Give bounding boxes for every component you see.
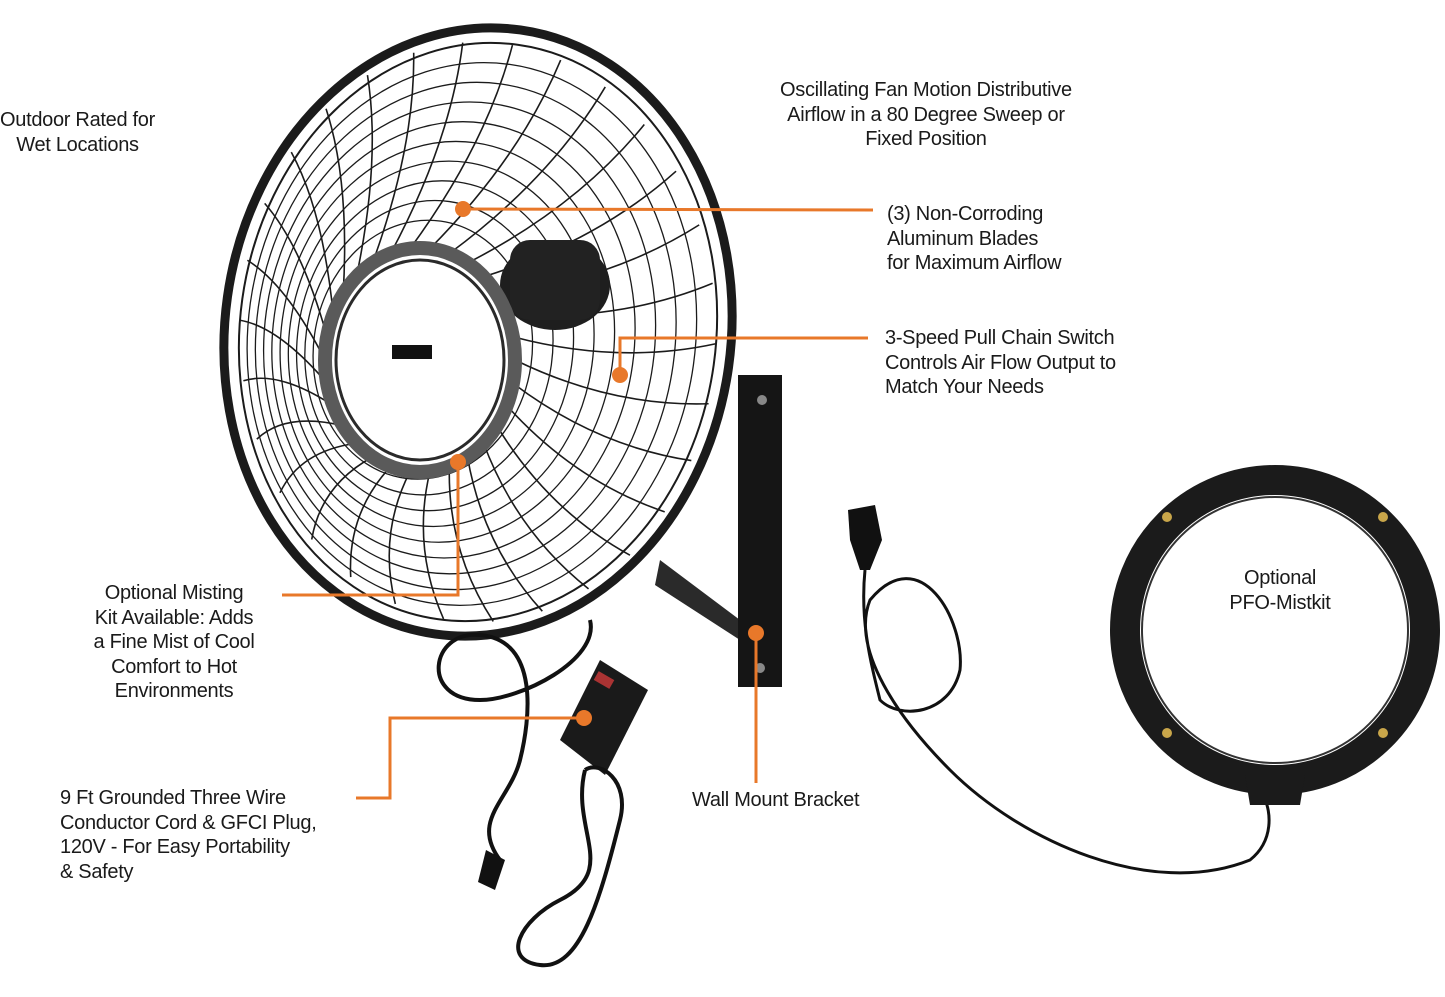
cage-spoke <box>264 202 328 337</box>
callout-lines <box>282 207 874 800</box>
cage-spoke <box>371 52 415 264</box>
callout-switch: 3-Speed Pull Chain Switch Controls Air F… <box>885 326 1116 400</box>
callout-oscillating: Oscillating Fan Motion Distributive Airf… <box>780 78 1072 152</box>
callout-cord: 9 Ft Grounded Three Wire Conductor Cord … <box>60 786 317 884</box>
cage-spoke <box>256 420 344 440</box>
callout-text: a Fine Mist of Cool <box>93 631 255 653</box>
callout-text: Environments <box>114 680 234 702</box>
callout-text: Conductor Cord & GFCI Plug, <box>60 811 317 834</box>
callout-text: Match Your Needs <box>885 376 1044 398</box>
cage-ring <box>287 160 595 528</box>
cage-spoke <box>512 382 692 462</box>
cage-ring <box>312 219 534 480</box>
callout-text: Comfort to Hot <box>111 655 237 678</box>
callout-text: Controls Air Flow Output to <box>885 351 1116 374</box>
cage-ring <box>246 61 698 606</box>
callout-text: Optional Misting <box>104 582 244 604</box>
cage-spoke <box>325 108 346 295</box>
cage-spoke <box>310 456 373 540</box>
callout-mistkit: Optional PFO-Mistkit <box>1200 566 1360 615</box>
callout-text: PFO-Mistkit <box>1229 591 1331 614</box>
callout-text: 3-Speed Pull Chain Switch <box>885 327 1115 349</box>
callout-dots <box>450 201 764 726</box>
cage-spoke <box>506 405 665 513</box>
callout-text: Optional <box>1243 567 1317 589</box>
callout-misting: Optional Misting Kit Available: Adds a F… <box>70 581 278 704</box>
callout-text: Kit Available: Adds <box>94 606 254 629</box>
callout-text: Outdoor Rated for <box>0 109 155 131</box>
cage-spoke <box>240 319 328 384</box>
cage-spoke <box>448 86 606 255</box>
cage-spoke <box>466 456 543 612</box>
callout-text: Fixed Position <box>865 128 987 150</box>
cage-ring <box>295 180 575 512</box>
fan-power-cord <box>436 619 593 862</box>
cage-spoke <box>388 471 411 605</box>
cage-spoke <box>512 335 716 354</box>
fan-hub <box>318 241 522 479</box>
callout-blades: (3) Non-Corroding Aluminum Blades for Ma… <box>887 202 1062 276</box>
callout-text: 9 Ft Grounded Three Wire <box>60 787 286 809</box>
cage-spoke <box>482 442 590 590</box>
callout-text: Wet Locations <box>16 133 139 156</box>
cage-spoke <box>422 471 445 620</box>
callout-text: (3) Non-Corroding <box>887 203 1044 225</box>
cage-spoke <box>496 425 631 556</box>
callout-text: Wall Mount Bracket <box>692 789 860 811</box>
cage-spoke <box>389 42 464 254</box>
callout-text: 120V - For Easy Portability <box>60 836 290 858</box>
callout-outdoor-rated: Outdoor Rated for Wet Locations <box>0 108 155 157</box>
cage-spoke <box>290 151 335 315</box>
callout-text: Airflow in a 80 Degree Sweep or <box>787 103 1065 126</box>
cage-spoke <box>409 44 514 250</box>
cage-spoke <box>279 442 357 494</box>
wall-mount-bracket <box>655 375 782 687</box>
gfci-plug <box>478 660 648 968</box>
callout-text: Oscillating Fan Motion Distributive <box>780 79 1072 101</box>
fan-motor <box>500 240 610 330</box>
cage-spoke <box>355 75 374 277</box>
cage-spoke <box>467 124 645 264</box>
cage-ring <box>304 199 554 496</box>
cage-spoke <box>246 259 326 361</box>
fan-cage <box>219 23 737 641</box>
cage-spoke <box>429 59 562 250</box>
callout-text: Aluminum Blades <box>887 227 1039 250</box>
callout-text: for Maximum Airflow <box>887 252 1062 274</box>
callout-text: & Safety <box>60 860 134 883</box>
misting-kit <box>848 465 1440 875</box>
cage-ring <box>279 140 616 543</box>
cage-spoke <box>514 359 709 405</box>
cage-spoke <box>349 465 392 578</box>
cage-spoke <box>243 377 334 407</box>
callout-bracket: Wall Mount Bracket <box>692 788 860 813</box>
